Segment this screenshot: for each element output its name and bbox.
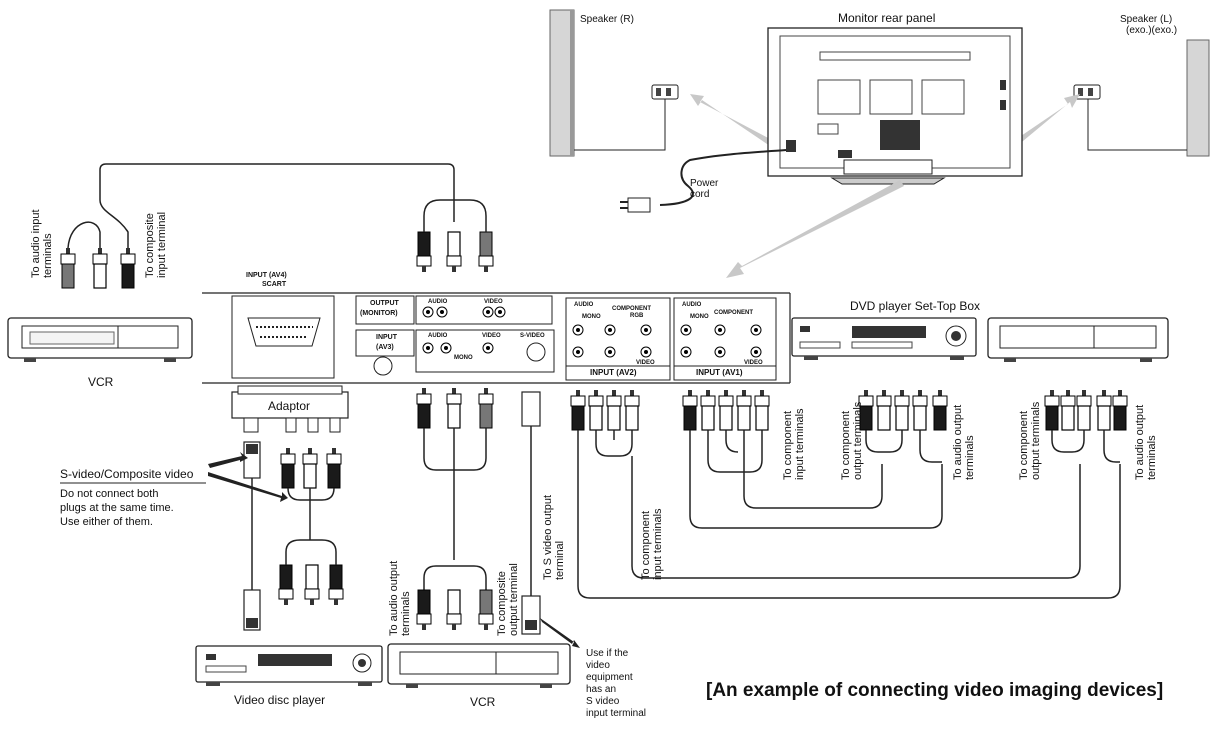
vcr-bottom-device [387,643,571,688]
panel-input-av3-label-2: (AV3) [376,344,394,351]
dvd-stb-label: DVD player Set-Top Box [850,299,981,313]
panel-output-label-1: OUTPUT [370,300,399,307]
note-line-1: Do not connect both [60,488,159,500]
panel-av3-mono-label: MONO [454,355,473,361]
diagram-caption: [An example of connecting video imaging … [706,680,1164,701]
panel-av2-rgb-label: RGB [630,313,644,319]
panel-input-av2-label: INPUT (AV2) [590,368,637,377]
panel-av3-audio-label: AUDIO [428,333,448,339]
dvd-player-device [791,317,977,360]
panel-av2-mono-label: MONO [582,314,601,320]
panel-output-video-label: VIDEO [484,299,503,305]
vcr-left-device [7,317,193,362]
panel-av1-audio-label: AUDIO [682,302,702,308]
monitor-rear-panel [767,27,1023,185]
use-if-line-6: input terminal [586,708,647,719]
adaptor-label: Adaptor [268,399,311,413]
adaptor-device [231,385,349,433]
use-if-line-4: has an [586,684,617,695]
set-top-box-device [987,317,1169,362]
panel-av2-video-label: VIDEO [636,360,655,366]
connector-panel [202,292,791,384]
note-line-2: plugs at the same time. [60,502,174,514]
vcr-bottom-label: VCR [470,695,496,709]
power-cord-label-2: cord [690,189,710,200]
panel-av2-component-label: COMPONENT [612,306,651,312]
speaker-terminal-right [651,84,679,100]
speaker-left-label: Speaker (L) [1120,14,1173,25]
video-disc-player-device [195,645,383,686]
note-line-3: Use either of them. [60,516,153,528]
panel-av3-svideo-label: S-VIDEO [520,333,545,339]
panel-input-av1-label: INPUT (AV1) [696,368,743,377]
panel-output-label-2: (MONITOR) [360,310,398,317]
vcr-left-label: VCR [88,375,114,389]
svideo-composite-label: S-video/Composite video [60,467,194,481]
speaker-left [1186,39,1210,157]
panel-av1-video-label: VIDEO [744,360,763,366]
panel-output-audio-label: AUDIO [428,299,448,305]
use-if-line-2: video [586,660,610,671]
video-disc-player-label: Video disc player [234,693,326,707]
use-if-line-5: S video [586,696,620,707]
speaker-left-note: (exo.)(exo.) [1126,25,1178,36]
use-if-line-1: Use if the [586,648,629,659]
panel-av1-component-label: COMPONENT [714,310,753,316]
speaker-terminal-left [1073,84,1101,100]
monitor-rear-panel-label: Monitor rear panel [838,11,936,25]
power-cord-label-1: Power [690,178,719,189]
speaker-right [549,9,575,157]
use-if-line-3: equipment [586,672,633,683]
panel-av1-mono-label: MONO [690,314,709,320]
panel-input-av3-label-1: INPUT [376,334,397,341]
panel-av2-audio-label: AUDIO [574,302,594,308]
panel-av4-label-1: INPUT (AV4) [246,272,287,279]
power-cord [620,149,787,213]
panel-av4-label-2: SCART [262,281,287,288]
speaker-right-label: Speaker (R) [580,14,634,25]
panel-av3-video-label: VIDEO [482,333,501,339]
